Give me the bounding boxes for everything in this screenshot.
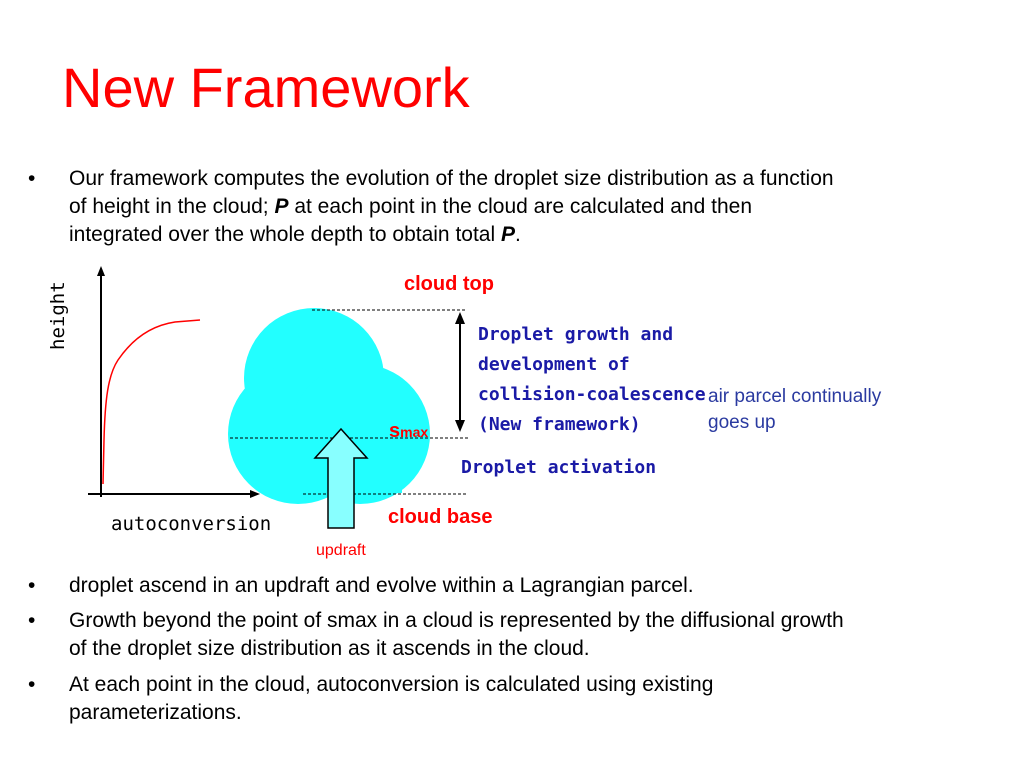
bullet-line: parameterizations.: [69, 701, 242, 724]
autoconversion-profile-curve: [102, 319, 201, 485]
droplet-activation-label: Droplet activation: [461, 457, 657, 478]
bullet-line: integrated over the whole depth to obtai…: [69, 223, 521, 246]
y-axis-arrowhead: [97, 266, 105, 276]
growth-label: Droplet growth and development of collis…: [478, 324, 706, 435]
bullet-line: Growth beyond the point of smax in a clo…: [69, 609, 844, 632]
bullet-line: droplet ascend in an updraft and evolve …: [69, 574, 694, 597]
y-axis-label: height: [47, 281, 69, 350]
bullet-marker: •: [28, 609, 36, 632]
air-parcel-label: air parcel continually goes up: [708, 386, 882, 433]
bullet-line: At each point in the cloud, autoconversi…: [69, 673, 714, 696]
bullet-marker: •: [28, 167, 36, 190]
updraft-arrow: [313, 427, 369, 529]
bullet-line: Our framework computes the evolution of …: [69, 167, 834, 190]
growth-range-arrowhead-bottom: [455, 420, 465, 432]
cloud-base-label: cloud base: [388, 506, 493, 528]
bullet-marker: •: [28, 673, 36, 696]
slide-title: New Framework: [62, 56, 470, 119]
x-axis-label: autoconversion: [111, 513, 272, 535]
cloud-top-label: cloud top: [404, 273, 494, 295]
updraft-label: updraft: [316, 542, 366, 559]
bullet-line: of height in the cloud; P at each point …: [69, 195, 752, 218]
growth-range-arrowhead-top: [455, 312, 465, 324]
bullet-marker: •: [28, 574, 36, 597]
x-axis-arrowhead: [250, 490, 260, 498]
bullet-line: of the droplet size distribution as it a…: [69, 637, 590, 660]
smax-label: smax: [389, 420, 429, 442]
